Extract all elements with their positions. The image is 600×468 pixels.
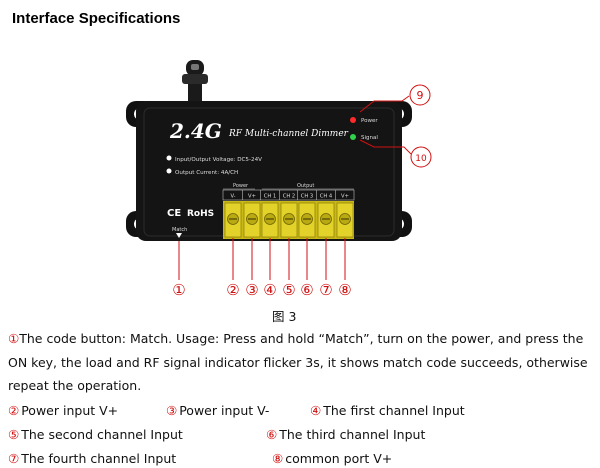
legend-num: ③ bbox=[166, 403, 178, 418]
legend-num: ② bbox=[8, 403, 20, 418]
match-label: Match bbox=[172, 227, 187, 233]
callout-10: 10 bbox=[415, 154, 427, 164]
callout-8: ⑧ bbox=[338, 281, 351, 299]
figure-caption: 图 3 bbox=[272, 309, 297, 324]
dimmer-diagram: 2.4G RF Multi-channel Dimmer Input/Outpu… bbox=[126, 60, 432, 299]
terminal-label: V- bbox=[230, 194, 235, 200]
legend-label: The first channel Input bbox=[323, 403, 465, 418]
terminal-label: CH 3 bbox=[301, 194, 313, 200]
terminal-label: CH 1 bbox=[264, 194, 276, 200]
legend-num: ⑧ bbox=[272, 451, 284, 466]
output-group-label: Output bbox=[297, 183, 314, 189]
callout-leaders bbox=[178, 238, 346, 280]
callout-6: ⑥ bbox=[300, 281, 313, 299]
legend-label: The second channel Input bbox=[21, 427, 183, 442]
legend-num: ④ bbox=[310, 403, 322, 418]
antenna bbox=[182, 60, 208, 106]
match-button[interactable] bbox=[176, 233, 182, 238]
description-paragraph: ①The code button: Match. Usage: Press an… bbox=[8, 327, 592, 398]
power-led-label: Power bbox=[361, 118, 378, 124]
callout-7: ⑦ bbox=[319, 281, 332, 299]
screw-terminal[interactable] bbox=[224, 202, 242, 238]
signal-led-label: Signal bbox=[361, 135, 378, 141]
callout-9: 9 bbox=[417, 89, 424, 102]
description-number: ① bbox=[8, 331, 20, 346]
ce-mark: CE bbox=[167, 208, 181, 219]
rohs-mark: RoHS bbox=[187, 209, 214, 219]
legend-label: common port V+ bbox=[285, 451, 393, 466]
spec-current: Output Current: 4A/CH bbox=[175, 170, 238, 176]
spec-voltage: Input/Output Voltage: DC5-24V bbox=[175, 157, 262, 163]
screw-terminal[interactable] bbox=[336, 202, 354, 238]
page-heading: Interface Specifications bbox=[12, 10, 181, 27]
screw-terminal[interactable] bbox=[280, 202, 298, 238]
callout-2: ② bbox=[226, 281, 239, 299]
terminal-labels: V- V+ CH 1 CH 2 CH 3 CH 4 V+ bbox=[230, 190, 349, 200]
callout-9-circle bbox=[409, 84, 431, 106]
model-text: RF Multi-channel Dimmer bbox=[228, 129, 349, 139]
brand-text: 2.4G bbox=[169, 119, 222, 143]
terminal-label: CH 2 bbox=[283, 194, 295, 200]
terminal-label: V+ bbox=[248, 194, 256, 200]
callout-5: ⑤ bbox=[282, 281, 295, 299]
legend-label: The third channel Input bbox=[279, 427, 426, 442]
legend-label: Power input V- bbox=[179, 403, 270, 418]
legend-label: The fourth channel Input bbox=[21, 451, 177, 466]
terminal-block bbox=[223, 201, 354, 239]
description-text: The code button: Match. Usage: Press and… bbox=[8, 331, 588, 393]
signal-led bbox=[350, 134, 356, 140]
terminal-label: CH 4 bbox=[320, 194, 333, 200]
screw-terminal[interactable] bbox=[298, 202, 316, 238]
callout-4: ④ bbox=[263, 281, 276, 299]
screw-terminal[interactable] bbox=[261, 202, 279, 238]
legend-label: Power input V+ bbox=[21, 403, 119, 418]
power-led bbox=[350, 117, 356, 123]
legend-num: ⑤ bbox=[8, 427, 20, 442]
legend-num: ⑦ bbox=[8, 451, 20, 466]
callout-3: ③ bbox=[245, 281, 258, 299]
screw-terminal[interactable] bbox=[317, 202, 335, 238]
terminal-label: V+ bbox=[341, 194, 349, 200]
screw-terminal[interactable] bbox=[243, 202, 261, 238]
power-group-label: Power bbox=[233, 183, 249, 189]
legend-num: ⑥ bbox=[266, 427, 278, 442]
callout-10-circle bbox=[410, 146, 432, 168]
callout-1: ① bbox=[172, 281, 185, 299]
